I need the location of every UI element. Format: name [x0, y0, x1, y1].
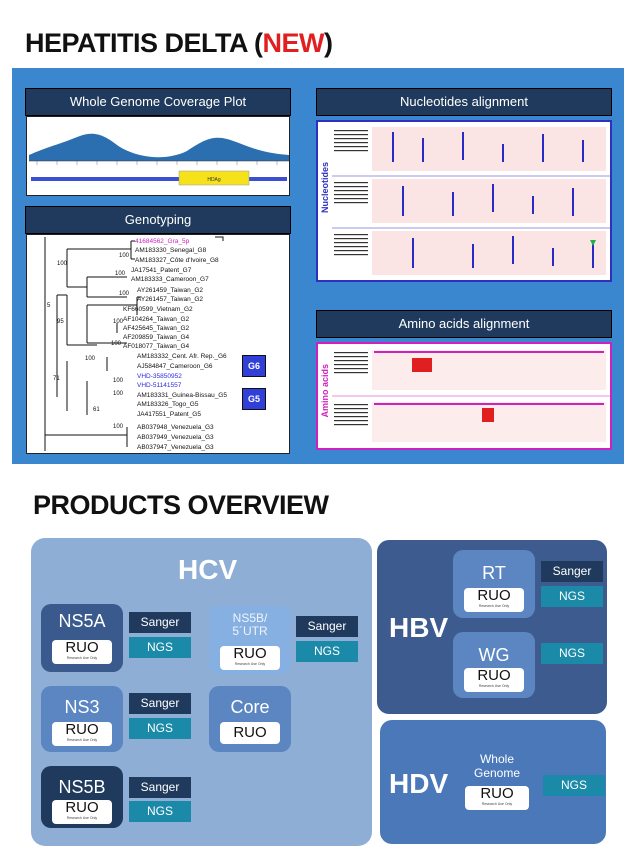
bootstrap: 100 [113, 424, 124, 430]
tree-leaf: 41684562_Gra_5p [135, 238, 190, 245]
tree-leaf: AB037948_Venezuela_G3 [137, 424, 214, 431]
tree-leaf: KF660599_Vietnam_G2 [123, 306, 193, 313]
tree-leaf: JA417551_Patent_G5 [137, 411, 201, 418]
sanger-tag[interactable]: Sanger [541, 561, 603, 582]
amino-alignment: Amino acids [316, 342, 612, 450]
tree-leaf: AM183331_Guinea-Bissau_G5 [137, 392, 227, 399]
bootstrap: 100 [113, 391, 124, 397]
sanger-tag[interactable]: Sanger [296, 616, 358, 637]
sanger-tag[interactable]: Sanger [129, 777, 191, 798]
amino-side-label: Amino acids [320, 364, 330, 418]
new-badge: NEW [262, 28, 324, 58]
tree-leaf: AF018077_Taiwan_G4 [123, 343, 190, 350]
hcv-label: HCV [178, 554, 238, 585]
bootstrap: 95 [57, 319, 64, 325]
bootstrap: 100 [113, 319, 124, 325]
tree-svg: 41684562_Gra_5p AM183330_Senegal_G8 AM18… [44, 236, 227, 451]
bootstrap: 100 [115, 271, 126, 277]
hdv-label: HDV [389, 768, 449, 799]
genotyping-title: Genotyping [25, 206, 291, 234]
nucleotides-side-label: Nucleotides [320, 162, 330, 214]
bootstrap: 100 [119, 291, 130, 297]
tree-leaf: AY261459_Taiwan_G2 [137, 287, 203, 294]
bootstrap: 100 [111, 341, 122, 347]
tree-leaf: VHD-51141557 [137, 382, 182, 389]
bootstrap: 61 [93, 407, 100, 413]
hbv-label: HBV [389, 612, 449, 643]
region-label: HDAg [207, 177, 221, 183]
tree-leaf: AM183333_Cameroon_G7 [131, 276, 209, 283]
bootstrap: 100 [113, 378, 124, 384]
tree-leaf: JA17541_Patent_G7 [131, 267, 192, 274]
tree-leaf: AB037949_Venezuela_G3 [137, 434, 214, 441]
bootstrap: 100 [119, 253, 130, 259]
tree-leaf: AJ584847_Cameroon_G6 [137, 363, 213, 370]
tree-leaf: AF209859_Taiwan_G4 [123, 334, 190, 341]
bootstrap: 100 [57, 261, 68, 267]
amino-title: Amino acids alignment [316, 310, 612, 338]
tree-leaf: AM183330_Senegal_G8 [135, 247, 207, 254]
coverage-title: Whole Genome Coverage Plot [25, 88, 291, 116]
tree-leaf: AF104264_Taiwan_G2 [123, 316, 190, 323]
nucleotides-title: Nucleotides alignment [316, 88, 612, 116]
tree-leaf: AM183332_Cent. Afr. Rep._G6 [137, 353, 227, 360]
nucleotides-alignment: Nucleotides [316, 120, 612, 282]
overview-title: PRODUCTS OVERVIEW [33, 490, 329, 520]
ngs-tag[interactable]: NGS [129, 637, 191, 658]
coverage-plot: HDAg [26, 116, 290, 196]
tree-leaf: AB037947_Venezuela_G3 [137, 444, 214, 451]
sanger-tag[interactable]: Sanger [129, 693, 191, 714]
ngs-tag[interactable]: NGS [296, 641, 358, 662]
ngs-tag[interactable]: NGS [541, 643, 603, 664]
genotype-badge: G6 [242, 355, 266, 377]
sanger-tag[interactable]: Sanger [129, 612, 191, 633]
tree-leaf: AM183327_Côte d'Ivoire_G8 [135, 257, 219, 264]
ngs-tag[interactable]: NGS [129, 801, 191, 822]
tree-leaf: AY261457_Taiwan_G2 [137, 296, 203, 303]
tree-leaf: AF425645_Taiwan_G2 [123, 325, 190, 332]
genotype-badge: G5 [242, 388, 266, 410]
ngs-tag[interactable]: NGS [543, 775, 605, 796]
bootstrap: 5 [47, 303, 51, 309]
bootstrap: 71 [53, 376, 60, 382]
tree-leaf: AM183326_Togo_G5 [137, 401, 199, 408]
bootstrap: 100 [85, 356, 96, 362]
coverage-chart: HDAg [29, 133, 289, 186]
ngs-tag[interactable]: NGS [129, 718, 191, 739]
tree-leaf: VHD-35850952 [137, 373, 182, 380]
ruo-label: RUO [220, 722, 280, 744]
amino-rows [332, 350, 610, 442]
ngs-tag[interactable]: NGS [541, 586, 603, 607]
product-core[interactable]: Core RUO [209, 686, 291, 752]
phylogenetic-tree: 41684562_Gra_5p AM183330_Senegal_G8 AM18… [26, 234, 290, 454]
page-title: HEPATITIS DELTA (NEW) [25, 28, 333, 58]
nucleotide-rows [332, 124, 610, 275]
